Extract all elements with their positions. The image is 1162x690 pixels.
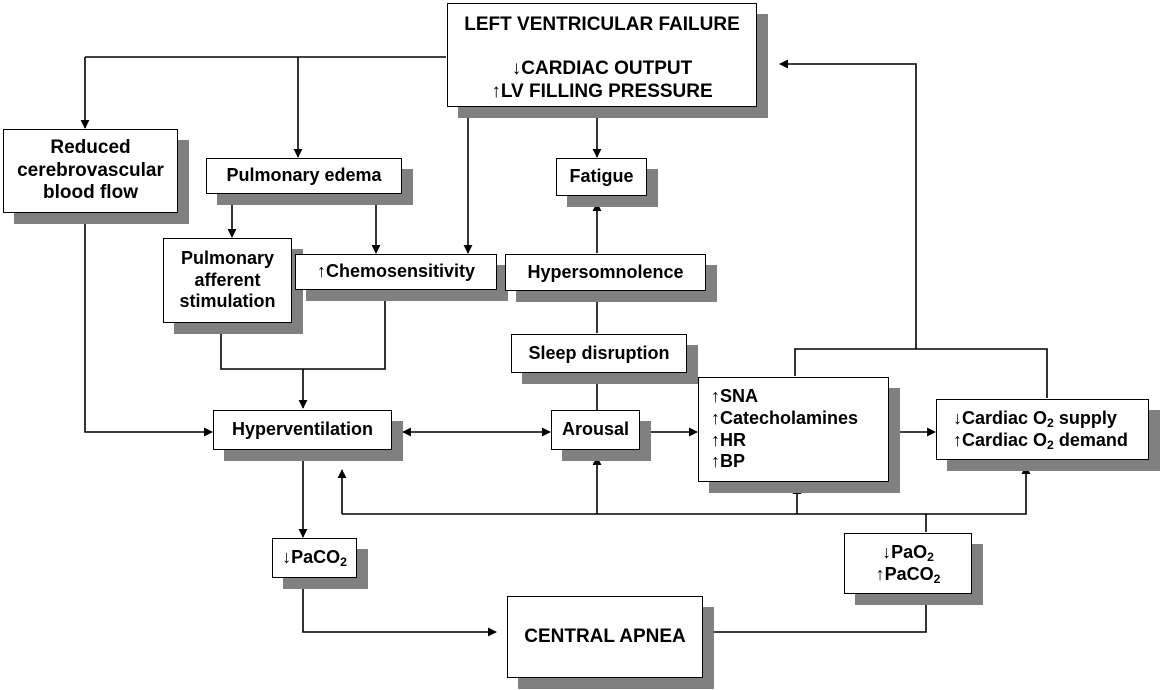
hyperventilation-label: Hyperventilation: [231, 419, 374, 440]
paco2-decrease-label: ↓PaCO2: [282, 547, 347, 570]
bp-label: ↑BP: [711, 451, 746, 472]
chemosensitivity-box: ↑Chemosensitivity: [295, 254, 497, 290]
arrow-apnea-to-blood-gases: [714, 593, 931, 633]
fatigue-label: Fatigue: [569, 166, 634, 187]
sna-label: ↑SNA: [711, 386, 759, 407]
pulmonary-afferent-line3: stimulation: [179, 291, 276, 312]
chemosensitivity-label: ↑Chemosensitivity: [316, 261, 476, 282]
arousal-box: Arousal: [551, 410, 640, 450]
pulmonary-afferent-line1: Pulmonary: [180, 248, 275, 269]
fatigue-box: Fatigue: [556, 158, 647, 196]
blood-gases-box: ↓PaO2 ↑PaCO2: [844, 533, 972, 594]
sleep-disruption-box: Sleep disruption: [511, 334, 687, 373]
cardiac-o2-supply: ↓Cardiac O2 supply: [953, 407, 1117, 430]
arrow-gases-to-cardiac: [926, 465, 1031, 515]
arrow-paco2-to-central-apnea: [302, 578, 497, 637]
sleep-disruption-label: Sleep disruption: [528, 342, 670, 363]
pao2-decrease-label: ↓PaO2: [882, 541, 934, 564]
pulmonary-edema-label: Pulmonary edema: [226, 165, 382, 186]
sympathetic-response-box: ↑SNA ↑Catecholamines ↑HR ↑BP: [698, 377, 889, 482]
arousal-label: Arousal: [561, 419, 630, 440]
catecholamines-label: ↑Catecholamines: [711, 407, 859, 428]
central-apnea-box: CENTRAL APNEA: [507, 596, 703, 678]
central-apnea-label: CENTRAL APNEA: [524, 625, 686, 647]
hypersomnolence-box: Hypersomnolence: [505, 254, 706, 291]
hypersomnolence-label: Hypersomnolence: [527, 261, 684, 282]
reduced-cbf-line1: Reduced: [50, 136, 131, 158]
pulmonary-afferent-line2: afferent: [194, 269, 261, 290]
cardiac-o2-box: ↓Cardiac O2 supply ↑Cardiac O2 demand: [936, 399, 1149, 460]
pulmonary-afferent-box: Pulmonary afferent stimulation: [163, 238, 292, 323]
connector-feedback-loop: [794, 348, 1048, 398]
connector-blood-gases-distribution: [342, 513, 927, 532]
reduced-cbf-box: Reduced cerebrovascular blood flow: [3, 129, 178, 213]
lvf-title: LEFT VENTRICULAR FAILURE: [464, 14, 740, 35]
lvf-box: LEFT VENTRICULAR FAILURE ↓CARDIAC OUTPUT…: [447, 3, 757, 107]
hyperventilation-box: Hyperventilation: [213, 410, 392, 450]
paco2-decrease-box: ↓PaCO2: [272, 538, 357, 578]
lvf-filling-pressure: ↑LV FILLING PRESSURE: [491, 80, 713, 102]
paco2-increase-label: ↑PaCO2: [875, 563, 941, 586]
arrow-reduced-cbf-to-hyperventilation: [84, 213, 213, 437]
pulmonary-edema-box: Pulmonary edema: [206, 158, 402, 194]
arrow-feedback-to-lvf: [779, 59, 917, 349]
lvf-cardiac-output: ↓CARDIAC OUTPUT: [511, 57, 693, 79]
cardiac-o2-demand: ↑Cardiac O2 demand: [953, 429, 1128, 452]
hr-label: ↑HR: [711, 429, 746, 450]
reduced-cbf-line3: blood flow: [43, 182, 138, 204]
reduced-cbf-line2: cerebrovascular: [17, 159, 164, 181]
